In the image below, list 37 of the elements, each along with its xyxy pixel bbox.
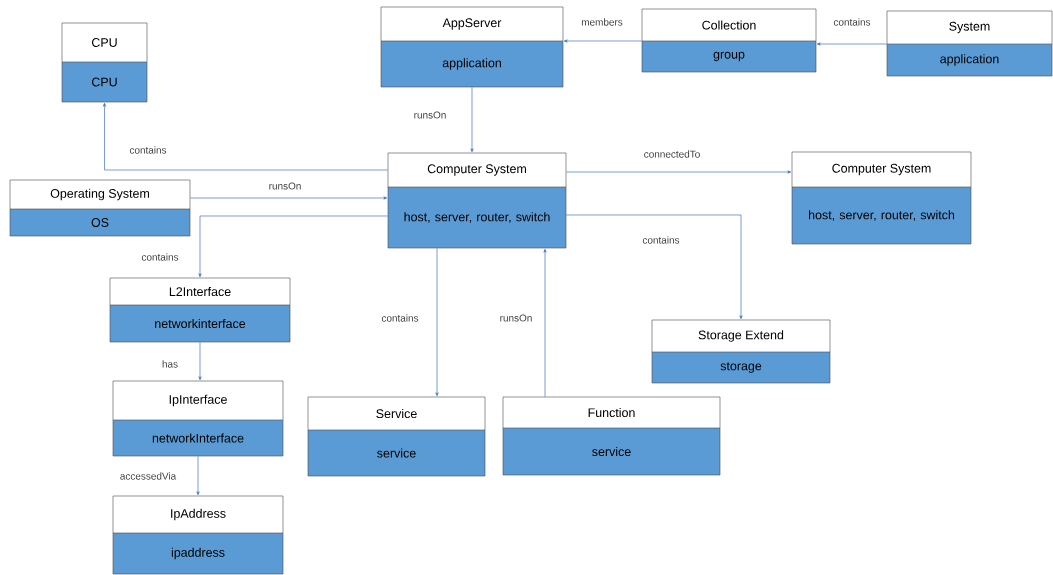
class-box: L2Interface networkinterface [109, 277, 291, 343]
edge-label: contains [832, 17, 872, 27]
edge-label: contains [140, 252, 180, 262]
arrow [189, 196, 388, 200]
class-box: Function service [502, 396, 721, 476]
edge-label: runsOn [498, 313, 534, 323]
class-box: Service service [307, 396, 486, 477]
class-box: Computer System host, server, router, switch [387, 152, 567, 249]
class-box: AppServer application [380, 6, 564, 88]
edge-label: connectedTo [642, 149, 702, 159]
edge-label: members [580, 17, 624, 27]
arrow [816, 42, 888, 46]
edge-label: accessedVia [118, 471, 178, 481]
edge-label: contains [641, 235, 681, 245]
arrow [102, 102, 389, 171]
arrow [470, 86, 474, 153]
edge-label: has [161, 359, 180, 369]
class-box: Operating System OS [9, 179, 191, 237]
edge-label: runsOn [412, 110, 448, 120]
arrow [196, 455, 200, 496]
edge-label: runsOn [267, 181, 303, 191]
edge-label: contains [380, 313, 420, 323]
class-box: CPU CPU [61, 22, 148, 103]
arrow [565, 170, 792, 174]
arrow [565, 214, 743, 320]
arrow [563, 39, 643, 43]
class-box: Collection group [641, 8, 817, 73]
class-box: IpInterface networkInterface [112, 380, 284, 457]
arrow [435, 247, 439, 397]
arrow [198, 215, 389, 278]
class-box: IpAddress ipaddress [112, 495, 284, 575]
edge-label: contains [128, 145, 168, 155]
class-box: Storage Extend storage [651, 319, 831, 384]
arrow [198, 341, 202, 381]
arrow [543, 248, 547, 398]
class-box: Computer System host, server, router, switch [791, 151, 972, 245]
class-box: System application [886, 10, 1053, 77]
